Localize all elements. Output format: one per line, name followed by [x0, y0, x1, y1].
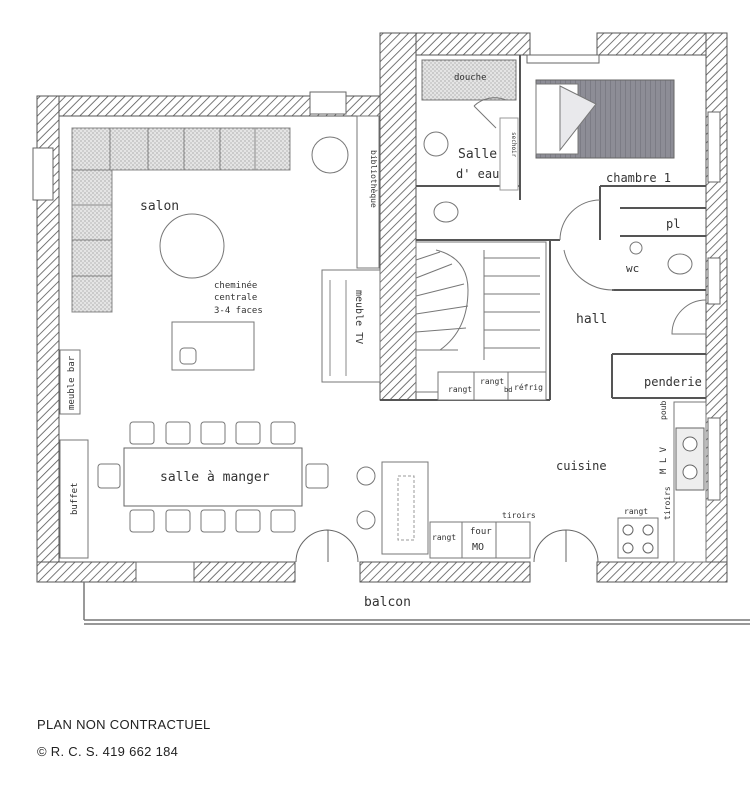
label-cheminee-3: 3-4 faces — [214, 306, 263, 316]
label-four: four — [470, 527, 492, 537]
label-rangt-stair-2: rangt — [480, 377, 504, 386]
island-detail — [397, 475, 415, 541]
windows — [32, 54, 721, 583]
room-label-chambre-1: chambre 1 — [606, 171, 671, 185]
label-tiroirs-right: tiroirs — [663, 486, 672, 520]
wc-basin — [629, 241, 643, 255]
label-tiroirs-left: tiroirs — [502, 511, 536, 520]
label-mlv: M L V — [659, 446, 669, 474]
label-refrig: réfrig — [514, 382, 543, 392]
round-side-table — [311, 136, 349, 174]
room-label-hall: hall — [576, 312, 607, 327]
dining-chairs — [97, 421, 329, 533]
cooktop — [617, 517, 659, 559]
disclaimer-text: PLAN NON CONTRACTUEL — [37, 717, 211, 732]
dining-table — [123, 447, 303, 507]
stair-cabinets — [437, 371, 547, 401]
room-label-salle-deau-2: d' eau — [456, 167, 499, 181]
balcony — [83, 582, 750, 625]
label-penderie: penderie — [644, 375, 702, 389]
cooktop-burners — [622, 524, 654, 554]
room-label-wc: wc — [626, 262, 639, 275]
floor-plan: salon cheminée centrale 3-4 faces biblio… — [32, 32, 750, 625]
dryer — [499, 117, 519, 191]
room-label-salle-deau-1: Salle — [458, 147, 497, 162]
rcs-text: © R. C. S. 419 662 184 — [37, 744, 179, 759]
label-poub: poub — [659, 401, 668, 420]
round-coffee-table — [159, 213, 225, 279]
label-douche: douche — [454, 73, 487, 83]
label-cheminee-1: cheminée — [214, 280, 257, 291]
tv-cabinet — [321, 269, 381, 383]
tv-cabinet-detail — [329, 280, 347, 376]
label-meuble-tv: meuble TV — [353, 290, 364, 344]
room-label-balcon: balcon — [364, 595, 411, 610]
label-rangt-counter: rangt — [432, 533, 456, 542]
label-bd: bd — [504, 386, 512, 394]
label-buffet: buffet — [70, 482, 80, 515]
bathroom-door — [473, 97, 507, 129]
room-label-salle-a-manger: salle à manger — [160, 470, 270, 485]
kitchen-island — [381, 461, 429, 555]
buffet-cabinet — [59, 439, 89, 559]
label-sechoir: sechoir — [510, 132, 517, 158]
bar-stools — [356, 466, 376, 530]
kitchen-counter — [429, 521, 531, 559]
label-meuble-bar: meuble bar — [67, 355, 77, 410]
bar-cabinet — [59, 349, 81, 415]
label-rangt-stair-1: rangt — [448, 385, 472, 394]
labels: salon cheminée centrale 3-4 faces biblio… — [67, 73, 702, 610]
fireplace-hearth — [179, 347, 197, 365]
bookshelf — [356, 115, 380, 269]
fireplace — [171, 321, 255, 371]
wash-basin — [423, 131, 449, 157]
label-bibliotheque: bibliothèque — [369, 150, 379, 208]
toilet-wc — [667, 253, 693, 275]
label-mo: MO — [472, 542, 484, 553]
balcony-doors — [295, 529, 599, 563]
staircase — [415, 241, 547, 393]
label-rangt-cooktop: rangt — [624, 507, 648, 516]
room-label-cuisine: cuisine — [556, 459, 607, 473]
bed-duvet-fold — [559, 85, 597, 152]
bedroom-door — [559, 199, 601, 241]
entrance-door — [671, 299, 707, 335]
wc-door — [563, 249, 615, 291]
label-cheminee-2: centrale — [214, 293, 257, 303]
label-pl: pl — [666, 217, 680, 231]
room-label-salon: salon — [140, 199, 179, 214]
corner-sofa — [71, 127, 291, 313]
shower-tray — [421, 59, 517, 101]
toilet-bathroom — [433, 201, 459, 223]
